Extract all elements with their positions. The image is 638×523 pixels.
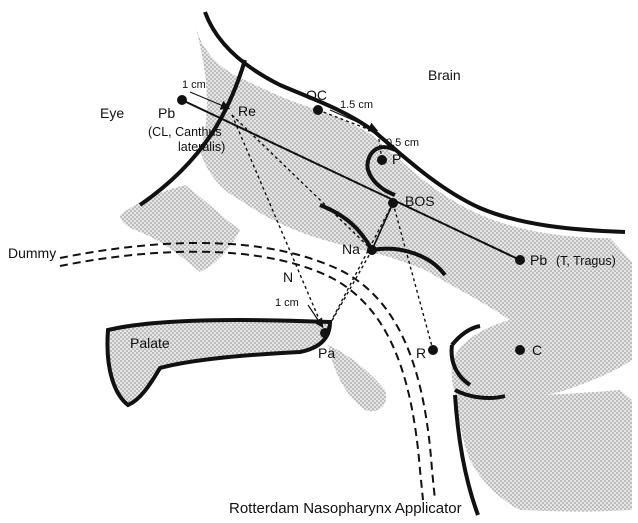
label-pa: Pa <box>318 345 335 361</box>
label-pb-right: Pb <box>530 252 547 268</box>
label-n: N <box>283 269 293 285</box>
label-pb-left: Pb <box>158 105 175 121</box>
label-one-cm-top: 1 cm <box>182 79 206 91</box>
label-zero-five-cm: 0.5 cm <box>386 137 419 149</box>
label-brain: Brain <box>428 67 461 83</box>
point-na <box>367 245 377 255</box>
point-pb-right <box>515 255 525 265</box>
label-bos: BOS <box>405 193 435 209</box>
point-r <box>428 345 438 355</box>
label-dummy: Dummy <box>8 245 56 261</box>
label-oc: OC <box>306 87 327 103</box>
point-c <box>515 345 525 355</box>
tissue-left-lobe <box>120 185 240 272</box>
point-pb-left <box>177 95 187 105</box>
label-eye: Eye <box>100 105 124 121</box>
point-bos <box>388 198 398 208</box>
pharynx-floor <box>328 345 386 411</box>
label-pb-right-note: (T, Tragus) <box>556 254 616 268</box>
label-pb-left-note-2: lateralis) <box>178 140 225 154</box>
label-re: Re <box>238 103 256 119</box>
label-pb-left-note-1: (CL, Canthus <box>148 125 222 139</box>
figure-caption: Rotterdam Nasopharynx Applicator <box>229 500 462 517</box>
label-palate: Palate <box>130 335 170 351</box>
point-oc <box>313 105 323 115</box>
lower-tissue-block <box>455 390 632 512</box>
label-c: C <box>532 342 542 358</box>
label-one-cm-bottom: 1 cm <box>275 297 299 309</box>
point-pa <box>320 328 330 338</box>
label-na: Na <box>342 241 360 257</box>
palate <box>107 320 330 405</box>
label-one-five-cm: 1.5 cm <box>340 99 373 111</box>
label-r: R <box>416 345 426 361</box>
label-p: P <box>392 151 401 167</box>
point-p <box>377 155 387 165</box>
